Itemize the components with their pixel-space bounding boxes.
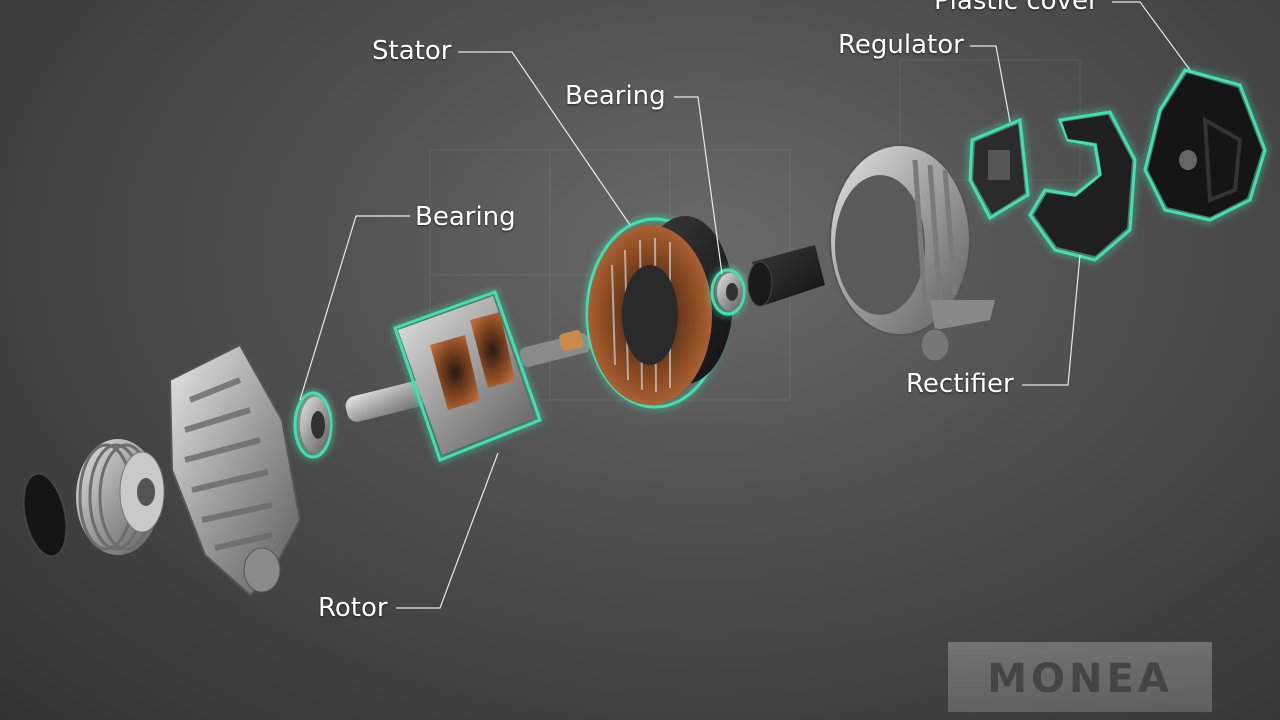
brand-logo-text: MONEA (987, 656, 1173, 702)
bearing-right (710, 268, 746, 316)
label-plastic-cover: Plastic cover (934, 0, 1099, 16)
label-stator: Stator (372, 36, 452, 66)
slip-ring-end-housing (829, 144, 995, 362)
rotor (345, 290, 591, 462)
label-regulator: Regulator (838, 30, 964, 60)
leader-regulator (970, 45, 1011, 123)
label-rectifier: Rectifier (906, 369, 1014, 399)
regulator (968, 117, 1030, 221)
label-bearing-left: Bearing (415, 202, 516, 232)
rectifier (1028, 110, 1137, 262)
pulley (76, 439, 165, 555)
leader-bearing-left (299, 215, 410, 401)
drive-end-housing (168, 343, 302, 597)
plastic-cover (1143, 68, 1267, 222)
leader-plastic-cover (1112, 1, 1191, 71)
leader-bearing-right (674, 96, 723, 275)
leader-rectifier (1022, 254, 1081, 386)
bearing-sleeve (747, 245, 825, 307)
leader-rotor (396, 452, 499, 609)
label-rotor: Rotor (318, 593, 388, 623)
leader-lines (299, 1, 1191, 609)
brand-logo: MONEA (948, 642, 1212, 712)
label-bearing-right: Bearing (565, 81, 666, 111)
bearing-left (293, 391, 333, 459)
stator (585, 216, 733, 409)
end-cap-disc (22, 472, 68, 558)
leader-stator (458, 51, 631, 226)
